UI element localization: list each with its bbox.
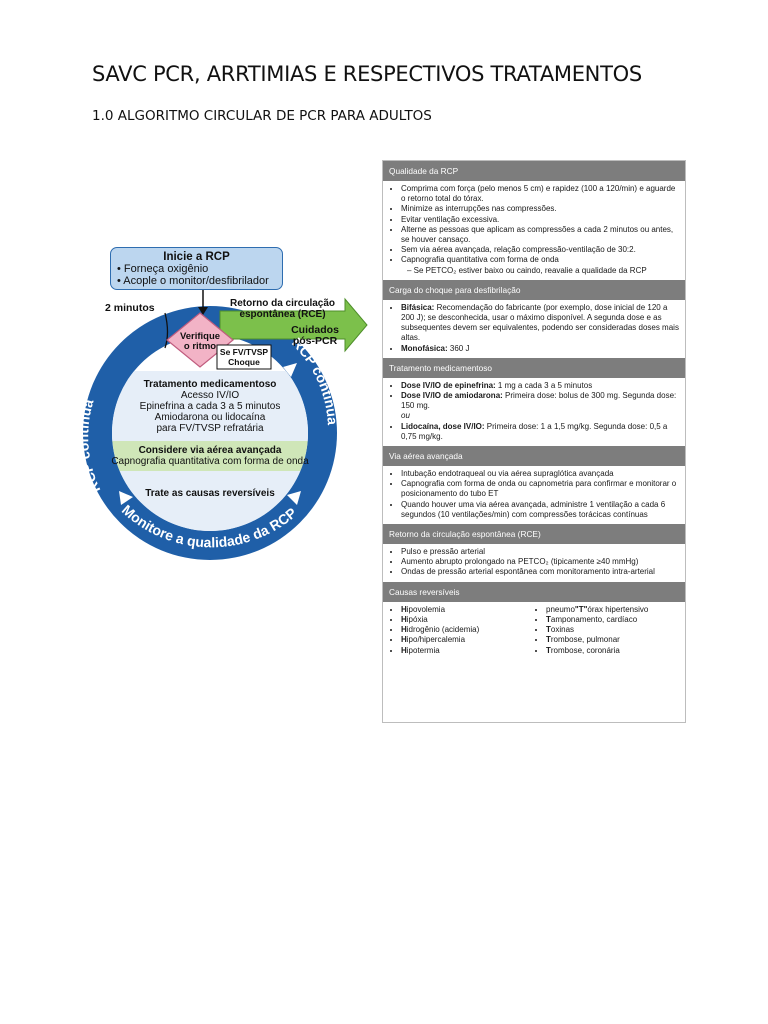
reversible-causes-body: Hipovolemia Hipóxia Hidrogênio (acidemia… [383, 602, 685, 660]
rosc-header: Retorno da circulação espontânea (RCE) [383, 524, 685, 545]
list-item: Pulso e pressão arterial [401, 547, 679, 557]
list-item: Hipotermia [401, 646, 534, 656]
list-item: Sem via aérea avançada, relação compress… [401, 245, 679, 255]
list-item: Dose IV/IO de epinefrina: 1 mg a cada 3 … [401, 381, 679, 391]
advanced-airway-body: Intubação endotraqueal ou via aérea supr… [383, 466, 685, 524]
down-arrow-icon [198, 307, 208, 315]
list-item: Toxinas [546, 625, 679, 635]
list-item: Ondas de pressão arterial espontânea com… [401, 567, 679, 577]
list-item: Tamponamento, cardíaco [546, 615, 679, 625]
airway-band [112, 441, 308, 471]
acls-info-panel: Qualidade da RCP Comprima com força (pel… [382, 160, 686, 723]
cpr-quality-header: Qualidade da RCP [383, 161, 685, 181]
list-item: Bifásica: Recomendação do fabricante (po… [401, 303, 679, 344]
list-item: Dose IV/IO de amiodarona: Primeira dose:… [401, 391, 679, 411]
rosc-body: Pulso e pressão arterial Aumento abrupto… [383, 544, 685, 582]
list-item: Hidrogênio (acidemia) [401, 625, 534, 635]
document-title: SAVC PCR, ARRTIMIAS E RESPECTIVOS TRATAM… [92, 62, 642, 86]
list-item: Aumento abrupto prolongado na PETCO₂ (ti… [401, 557, 679, 567]
list-item: Hipo/hipercalemia [401, 635, 534, 645]
list-item: Intubação endotraqueal ou via aérea supr… [401, 469, 679, 479]
advanced-airway-header: Via aérea avançada [383, 446, 685, 467]
document-subtitle: 1.0 ALGORITMO CIRCULAR DE PCR PARA ADULT… [92, 108, 432, 124]
list-item: Trombose, pulmonar [546, 635, 679, 645]
list-item: Capnografia quantitativa com forma de on… [401, 255, 679, 265]
list-sub-item: – Se PETCO₂ estiver baixo ou caindo, rea… [407, 265, 647, 275]
rosc-arrow [219, 297, 368, 353]
list-item: Comprima com força (pelo menos 5 cm) e r… [401, 184, 679, 204]
airway-block: Considere via aérea avançada Capnografia… [111, 445, 309, 467]
drug-therapy-header: Tratamento medicamentoso [383, 357, 685, 378]
reversible-causes-header: Causas reversíveis [383, 581, 685, 602]
start-cpr-item: • Acople o monitor/desfibrilador [117, 275, 269, 287]
reversible-causes-block: Trate as causas reversíveis [145, 488, 275, 499]
list-item: Trombose, coronária [546, 646, 679, 656]
list-item: Alterne as pessoas que aplicam as compre… [401, 225, 679, 245]
ring-arrow-icon [283, 363, 297, 377]
drug-therapy-block: Tratamento medicamentoso Acesso IV/IO Ep… [139, 379, 281, 434]
list-item: pneumo"T"órax hipertensivo [546, 605, 679, 615]
shock-energy-body: Bifásica: Recomendação do fabricante (po… [383, 300, 685, 358]
list-item: Lidocaína, dose IV/IO: Primeira dose: 1 … [401, 422, 679, 442]
algorithm-graphic: RCP contínua RCP contínua Monitore a qua… [75, 283, 368, 560]
start-cpr-item: • Forneça oxigênio [117, 263, 209, 275]
start-cpr-title: Inicie a RCP [163, 251, 230, 263]
shock-box [216, 344, 272, 370]
cpr-quality-body: Comprima com força (pelo menos 5 cm) e r… [383, 181, 685, 280]
cpr-circular-algorithm: RCP contínua RCP contínua Monitore a qua… [45, 243, 375, 565]
list-item: Minimize as interrupções nas compressões… [401, 204, 679, 214]
or-separator: ou [401, 411, 410, 421]
list-item: Quando houver uma via aérea avançada, ad… [401, 500, 679, 520]
list-item: Evitar ventilação excessiva. [401, 215, 679, 225]
shock-energy-header: Carga do choque para desfibrilação [383, 279, 685, 300]
list-item: Capnografia com forma de onda ou capnome… [401, 479, 679, 499]
ring-arrow-icon [119, 491, 133, 505]
ring-arrow-icon [287, 491, 301, 505]
list-item: Hipovolemia [401, 605, 534, 615]
two-minutes-label: 2 minutos [105, 302, 155, 314]
start-cpr-box: Inicie a RCP • Forneça oxigênio • Acople… [110, 247, 283, 290]
list-item: Monofásica: 360 J [401, 344, 679, 354]
drug-band [112, 371, 308, 441]
drug-therapy-body: Dose IV/IO de epinefrina: 1 mg a cada 3 … [383, 378, 685, 446]
list-item: Hipóxia [401, 615, 534, 625]
